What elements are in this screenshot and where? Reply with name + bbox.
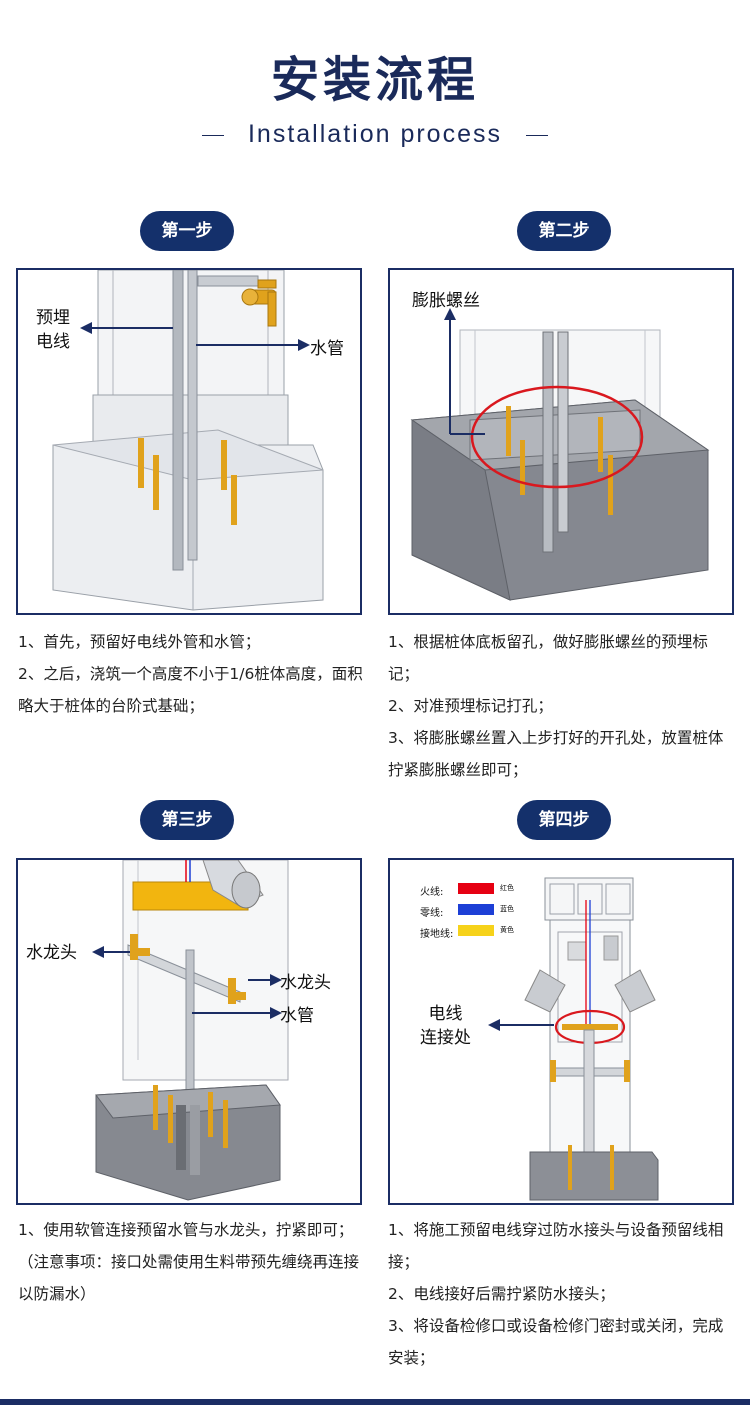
step1-badge: 第一步: [140, 211, 234, 251]
step4-diagram: [458, 877, 659, 1201]
step2-desc-line: 1、根据桩体底板留孔，做好膨胀螺丝的预埋标记；: [388, 633, 708, 683]
step3-panel: 水龙头 水龙头 水管: [16, 858, 362, 1205]
legend-colorname-neutral: 蓝色: [500, 905, 514, 913]
legend-colorname-live: 红色: [500, 884, 514, 892]
subtitle-dash-right: [526, 134, 548, 137]
step2-diagram: [410, 308, 710, 601]
step4-desc-line: 3、将设备检修口或设备检修门密封或关闭，完成安装；: [388, 1317, 724, 1367]
step1-diagram: [52, 270, 324, 611]
page-title: 安装流程: [270, 52, 479, 108]
step1-label-wire: 预埋 电线: [36, 308, 70, 352]
step3-desc-line: 1、使用软管连接预留水管与水龙头，拧紧即可；: [18, 1221, 354, 1239]
bottom-border: [0, 1399, 750, 1405]
step1-desc-line: 2、之后，浇筑一个高度不小于1/6桩体高度，面积略大于桩体的台阶式基础；: [18, 665, 363, 715]
step3-label-faucet-left: 水龙头: [26, 943, 77, 963]
legend-label-ground: 接地线:: [420, 929, 454, 940]
step2-badge: 第二步: [517, 211, 611, 251]
step3-label-faucet-right: 水龙头: [280, 973, 331, 993]
legend-swatch-neutral: [458, 904, 494, 915]
legend-label-neutral: 零线:: [420, 908, 444, 919]
step2-panel: 膨胀螺丝: [388, 268, 734, 615]
step3-description: 1、使用软管连接预留水管与水龙头，拧紧即可； （注意事项：接口处需使用生料带预先…: [18, 1214, 363, 1310]
step1-panel: 预埋 电线 水管: [16, 268, 362, 615]
legend-swatch-live: [458, 883, 494, 894]
step3-badge: 第三步: [140, 800, 234, 840]
legend-swatch-ground: [458, 925, 494, 936]
step3-desc-line: （注意事项：接口处需使用生料带预先缠绕再连接以防漏水）: [18, 1253, 360, 1303]
step2-desc-line: 3、将膨胀螺丝置入上步打好的开孔处，放置桩体拧紧膨胀螺丝即可；: [388, 729, 724, 779]
legend-label-live: 火线:: [420, 887, 444, 898]
step4-badge: 第四步: [517, 800, 611, 840]
step4-desc-line: 2、电线接好后需拧紧防水接头；: [388, 1285, 615, 1303]
subtitle-dash-left: [201, 134, 224, 137]
step3-diagram: [92, 860, 289, 1201]
step1-description: 1、首先，预留好电线外管和水管； 2、之后，浇筑一个高度不小于1/6桩体高度，面…: [18, 626, 363, 722]
step2-desc-line: 2、对准预埋标记打孔；: [388, 697, 553, 715]
subtitle-text: Installation process: [247, 120, 502, 148]
page-subtitle: Installation process: [0, 120, 750, 149]
step2-description: 1、根据桩体底板留孔，做好膨胀螺丝的预埋标记； 2、对准预埋标记打孔； 3、将膨…: [388, 626, 733, 786]
legend-colorname-ground: 黄色: [500, 926, 514, 934]
step3-label-water: 水管: [280, 1006, 314, 1026]
step4-description: 1、将施工预留电线穿过防水接头与设备预留线相接； 2、电线接好后需拧紧防水接头；…: [388, 1214, 733, 1374]
step4-desc-line: 1、将施工预留电线穿过防水接头与设备预留线相接；: [388, 1221, 724, 1271]
step1-desc-line: 1、首先，预留好电线外管和水管；: [18, 633, 261, 651]
step4-label-junction: 电线 连接处: [420, 1004, 471, 1048]
step2-label-bolt: 膨胀螺丝: [412, 291, 480, 311]
step1-label-water: 水管: [310, 339, 344, 359]
step4-panel: 火线: 红色 零线: 蓝色 接地线: 黄色 电线 连接处: [388, 858, 734, 1205]
